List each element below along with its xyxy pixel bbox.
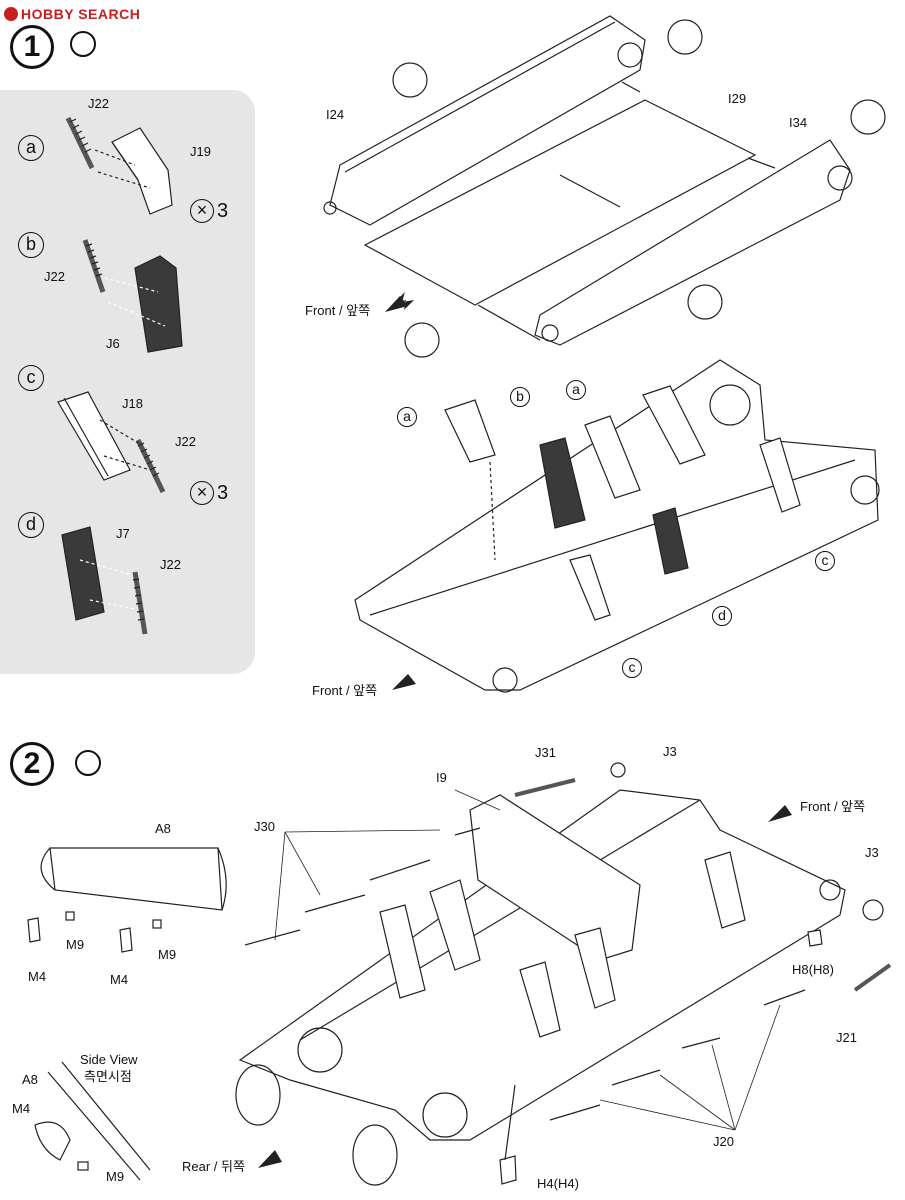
bracket-b-installed (539, 437, 586, 529)
part-label-j7: J7 (116, 526, 130, 541)
part-label-i29: I29 (728, 91, 747, 106)
front-label-step2: Front / 앞쪽 (800, 799, 866, 814)
substep-a-badge: a (18, 135, 44, 161)
part-label-j3-right: J3 (865, 845, 879, 860)
side-view-title-ko: 측면시점 (84, 1069, 132, 1084)
hull-side-i24 (323, 15, 646, 226)
substep-c-badge: c (18, 365, 44, 391)
part-label-j3-top: J3 (663, 744, 677, 759)
part-label-j22-c: J22 (175, 434, 196, 449)
part-label-h4: H4(H4) (537, 1176, 579, 1191)
part-label-j30: J30 (254, 819, 275, 834)
spring-j22-b (82, 239, 106, 293)
hull-assembled (354, 359, 880, 693)
suspension-brackets-step2 (379, 851, 746, 1038)
logo-text: HOBBY SEARCH (21, 6, 141, 22)
part-label-j22-b: J22 (44, 269, 65, 284)
inset-label-m4-right: M4 (110, 972, 129, 987)
part-j3-right (862, 899, 884, 921)
glue-icon (70, 31, 96, 57)
multiply-circle-icon: × (190, 199, 214, 223)
hull-side-i34 (534, 139, 853, 346)
axle-arms-j20 (549, 989, 806, 1121)
inset-label-m4-left: M4 (28, 969, 47, 984)
step1-number-badge: 1 (10, 25, 54, 69)
part-label-j31: J31 (535, 745, 556, 760)
bracket-c-installed-2 (759, 437, 801, 513)
side-view-label-m4: M4 (12, 1101, 31, 1116)
part-label-j19: J19 (190, 144, 211, 159)
part-label-i9: I9 (436, 770, 447, 785)
front-arrow-2 (392, 674, 416, 690)
part-label-j6: J6 (106, 336, 120, 351)
part-j31 (514, 778, 576, 797)
part-label-j21: J21 (836, 1030, 857, 1045)
callout-b: b (510, 387, 530, 407)
callout-d: d (712, 606, 732, 626)
callout-a-2: a (566, 380, 586, 400)
part-h4 (499, 1084, 517, 1185)
bracket-j7 (61, 526, 141, 621)
front-label-2: Front / 앞쪽 (312, 683, 378, 698)
inset-label-m9-right: M9 (158, 947, 177, 962)
side-view-lines (34, 1061, 151, 1181)
inset-label-a8: A8 (155, 821, 171, 836)
part-label-h8: H8(H8) (792, 962, 834, 977)
rear-arrow-step2 (258, 1150, 282, 1168)
substep-d-badge: d (18, 512, 44, 538)
bracket-a-top-left (444, 399, 496, 463)
side-view-label-m9: M9 (106, 1169, 125, 1184)
part-label-j18: J18 (122, 396, 143, 411)
part-label-j22-d: J22 (160, 557, 181, 572)
part-label-j22-a: J22 (88, 96, 109, 111)
front-arrow-1 (385, 292, 414, 312)
side-view-label-a8: A8 (22, 1072, 38, 1087)
part-h8 (807, 929, 823, 947)
bracket-j6 (104, 255, 183, 353)
logo-h-icon (4, 7, 18, 21)
callout-c-2: c (622, 658, 642, 678)
front-arrow-step2 (768, 805, 792, 822)
callout-a-1: a (397, 407, 417, 427)
bracket-j19 (94, 127, 173, 215)
part-j21 (853, 963, 892, 992)
quantity-mark-a: × 3 (190, 198, 228, 224)
front-label-1: Front / 앞쪽 (305, 303, 371, 318)
callout-c-1: c (815, 551, 835, 571)
inset-fender-a8 (40, 847, 227, 911)
quantity-mark-c: × 3 (190, 480, 228, 506)
hull-floor-i29 (363, 99, 757, 306)
bracket-d-installed (652, 507, 689, 575)
inset-label-m9-left: M9 (66, 937, 85, 952)
part-label-j20: J20 (713, 1134, 734, 1149)
part-label-i24: I24 (326, 107, 345, 122)
glue-icon (75, 750, 101, 776)
substep-b-badge: b (18, 232, 44, 258)
part-j3-top (610, 762, 626, 778)
rear-label-step2: Rear / 뒤쪽 (182, 1159, 245, 1174)
bracket-a-installed-1 (584, 415, 641, 499)
hobby-search-logo: HOBBY SEARCH (4, 5, 140, 23)
side-view-title: Side View (80, 1052, 138, 1067)
step2-number-badge: 2 (10, 742, 54, 786)
plate-i9 (469, 794, 641, 961)
bracket-j18 (57, 391, 131, 481)
bracket-c-installed-1 (569, 554, 611, 621)
spring-j22-c (99, 419, 166, 494)
inset-parts-m4-m9 (27, 911, 162, 953)
spring-j22-a (65, 116, 95, 170)
bracket-a-installed-2 (642, 385, 706, 465)
cement-indicator-icons (392, 19, 886, 358)
multiply-circle-icon: × (190, 481, 214, 505)
spring-j22-d (132, 571, 148, 635)
axle-arms-j30 (244, 827, 481, 946)
pointer-lines (274, 789, 781, 1131)
part-label-i34: I34 (789, 115, 808, 130)
